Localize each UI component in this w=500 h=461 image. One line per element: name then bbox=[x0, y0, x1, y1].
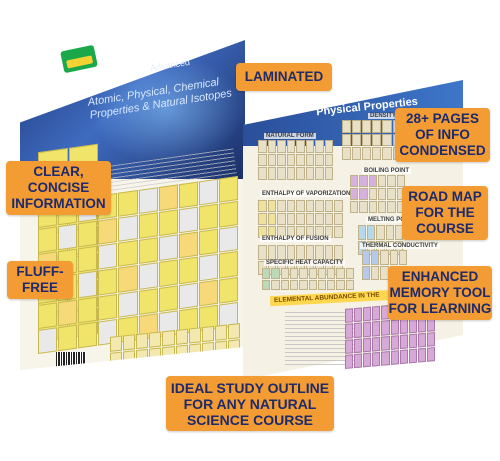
quickstudy-logo-icon bbox=[60, 44, 98, 74]
thermal-conductivity-label: THERMAL CONDUCTIVITY bbox=[360, 243, 440, 249]
boiling-point-label: BOILING POINT bbox=[362, 168, 411, 174]
fusion-label: ENTHALPY OF FUSION bbox=[260, 236, 331, 242]
heat-capacity-label: SPECIFIC HEAT CAPACITY bbox=[264, 260, 346, 266]
callout-laminated: LAMINATED bbox=[236, 63, 332, 91]
vaporization-table bbox=[258, 200, 343, 238]
density-label: DENSITY bbox=[368, 113, 399, 119]
callout-laminated-text: LAMINATED bbox=[244, 69, 324, 84]
callout-outline: IDEAL STUDY OUTLINE FOR ANY NATURAL SCIE… bbox=[166, 376, 334, 431]
callout-roadmap: ROAD MAP FOR THE COURSE bbox=[402, 186, 488, 240]
natural-form-table bbox=[258, 140, 333, 180]
elemental-list bbox=[285, 312, 355, 367]
callout-roadmap-text: ROAD MAP FOR THE COURSE bbox=[408, 189, 482, 236]
melting-point-label: MELTING POINT bbox=[366, 217, 417, 223]
boiling-point-table bbox=[350, 175, 405, 213]
callout-memory: ENHANCED MEMORY TOOL FOR LEARNING bbox=[388, 266, 492, 320]
callout-pages-text: 28+ PAGES OF INFO CONDENSED bbox=[399, 111, 486, 158]
fusion-table bbox=[258, 245, 343, 275]
callout-fluff-text: FLUFF- FREE bbox=[16, 264, 64, 295]
callout-pages: 28+ PAGES OF INFO CONDENSED bbox=[395, 108, 490, 162]
heat-capacity-table bbox=[262, 268, 354, 290]
callout-clear-text: CLEAR, CONCISE INFORMATION bbox=[11, 164, 106, 211]
callout-outline-text: IDEAL STUDY OUTLINE FOR ANY NATURAL SCIE… bbox=[170, 379, 330, 428]
vaporization-label: ENTHALPY OF VAPORIZATION bbox=[260, 191, 353, 197]
callout-clear: CLEAR, CONCISE INFORMATION bbox=[6, 161, 111, 215]
natural-form-label: NATURAL FORM bbox=[264, 133, 316, 139]
callout-memory-text: ENHANCED MEMORY TOOL FOR LEARNING bbox=[388, 269, 492, 316]
callout-fluff: FLUFF- FREE bbox=[7, 261, 73, 299]
barcode bbox=[56, 352, 86, 368]
